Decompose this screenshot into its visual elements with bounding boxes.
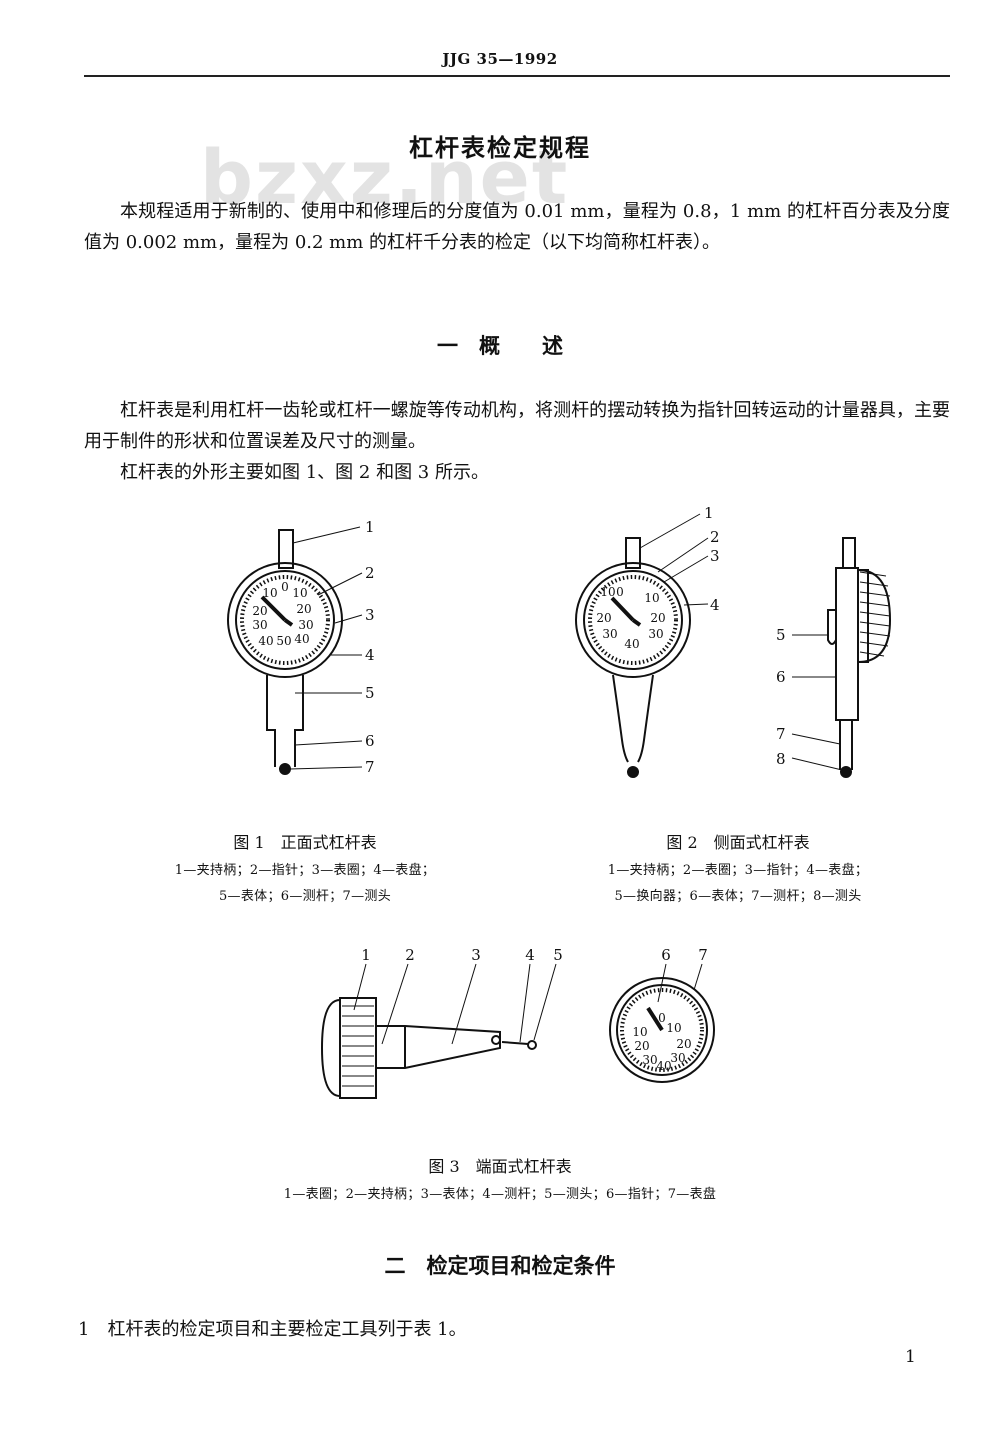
fig1-dial-number: 10 xyxy=(262,586,277,600)
section-1-paragraph-1: 杠杆表是利用杠杆一齿轮或杠杆一螺旋等传动机构，将测杆的摆动转换为指针回转运动的计… xyxy=(84,400,950,452)
fig3-dial-number: 20 xyxy=(676,1037,691,1051)
fig2-dial-number: 40 xyxy=(624,637,639,651)
fig2-dial-number: 10 xyxy=(644,591,659,605)
figure-3-caption: 图 3 端面式杠杆表 xyxy=(428,1157,572,1176)
fig3-callout: 4 xyxy=(525,946,535,964)
fig1-callout: 2 xyxy=(365,564,375,582)
fig3-callout: 2 xyxy=(405,946,415,964)
fig1-dial-number: 30 xyxy=(252,618,267,632)
fig2-dial-number: 10 xyxy=(600,585,615,599)
fig1-dial-number: 20 xyxy=(296,602,311,616)
fig3-callout: 3 xyxy=(471,946,481,964)
figure-3-drawing: 0 10 10 20 20 30 30 40 1 2 3 4 5 6 7 xyxy=(320,946,715,1099)
fig2-dial-number: 20 xyxy=(596,611,611,625)
fig1-callout: 4 xyxy=(365,646,375,664)
figure-2-caption: 图 2 侧面式杠杆表 xyxy=(666,833,810,852)
fig2-callout: 3 xyxy=(710,547,720,565)
page-number: 1 xyxy=(905,1347,916,1367)
fig2-callout: 1 xyxy=(704,504,714,522)
fig2-callout: 2 xyxy=(710,528,720,546)
figure-1-legend-line-2: 5—表体；6—测杆；7—测头 xyxy=(218,889,391,904)
fig1-callout: 7 xyxy=(365,758,375,776)
fig1-dial-number: 50 xyxy=(276,634,291,648)
fig1-callout: 6 xyxy=(365,732,375,750)
fig2-dial-number: 30 xyxy=(602,627,617,641)
fig1-dial-number: 10 xyxy=(292,586,307,600)
section-2-heading: 二 检定项目和检定条件 xyxy=(384,1253,616,1278)
fig3-callout: 1 xyxy=(361,946,371,964)
fig2-callout: 4 xyxy=(710,596,720,614)
figure-3-legend: 1—表圈；2—夹持柄；3—表体；4—测杆；5—测头；6—指针；7—表盘 xyxy=(283,1187,717,1202)
watermark: bzxz.net xyxy=(200,135,570,221)
figure-1-drawing: 10 0 10 20 20 30 30 40 50 40 1 2 3 4 5 6… xyxy=(227,518,375,776)
figure-1-caption: 图 1 正面式杠杆表 xyxy=(233,833,377,852)
fig3-dial-number: 40 xyxy=(656,1059,671,1073)
fig3-dial-number: 10 xyxy=(632,1025,647,1039)
document-title: 杠杆表检定规程 xyxy=(409,133,591,162)
intro-paragraph: 本规程适用于新制的、使用中和修理后的分度值为 0.01 mm，量程为 0.8，1… xyxy=(84,201,950,253)
figure-2-drawing: 0 10 10 20 20 30 30 40 1 2 3 4 xyxy=(575,504,892,778)
fig2-callout: 5 xyxy=(776,626,786,644)
figure-2-legend-line-1: 1—夹持柄；2—表圈；3—指针；4—表盘； xyxy=(607,863,869,878)
fig1-dial-number: 40 xyxy=(294,632,309,646)
fig3-dial-number: 30 xyxy=(642,1053,657,1067)
section-1-paragraph-2: 杠杆表的外形主要如图 1、图 2 和图 3 所示。 xyxy=(120,462,489,483)
fig1-callout: 3 xyxy=(365,606,375,624)
fig2-dial-number: 20 xyxy=(650,611,665,625)
fig2-dial-number: 0 xyxy=(616,585,624,599)
fig2-callout: 7 xyxy=(776,725,786,743)
fig2-callout: 8 xyxy=(776,750,786,768)
fig3-callout: 7 xyxy=(698,946,708,964)
fig3-callout: 5 xyxy=(553,946,563,964)
fig3-dial-number: 30 xyxy=(670,1051,685,1065)
section-2-item-1: 1 杠杆表的检定项目和主要检定工具列于表 1。 xyxy=(78,1319,467,1340)
fig3-dial-number: 10 xyxy=(666,1021,681,1035)
figure-1-legend-line-1: 1—夹持柄；2—指针；3—表圈；4—表盘； xyxy=(174,863,436,878)
header-code: JJG 35—1992 xyxy=(442,50,558,68)
fig1-callout: 5 xyxy=(365,684,375,702)
fig3-callout: 6 xyxy=(661,946,671,964)
section-1-heading: 一 概 述 xyxy=(437,333,563,358)
fig1-dial-number: 30 xyxy=(298,618,313,632)
fig2-callout: 6 xyxy=(776,668,786,686)
figure-2-legend-line-2: 5—换向器；6—表体；7—测杆；8—测头 xyxy=(614,889,862,904)
fig1-dial-number: 40 xyxy=(258,634,273,648)
fig3-dial-number: 0 xyxy=(658,1011,666,1025)
fig2-dial-number: 30 xyxy=(648,627,663,641)
fig1-callout: 1 xyxy=(365,518,375,536)
fig1-dial-number: 20 xyxy=(252,604,267,618)
fig3-dial-number: 20 xyxy=(634,1039,649,1053)
fig1-dial-number: 0 xyxy=(281,580,289,594)
header-rule xyxy=(84,75,950,77)
